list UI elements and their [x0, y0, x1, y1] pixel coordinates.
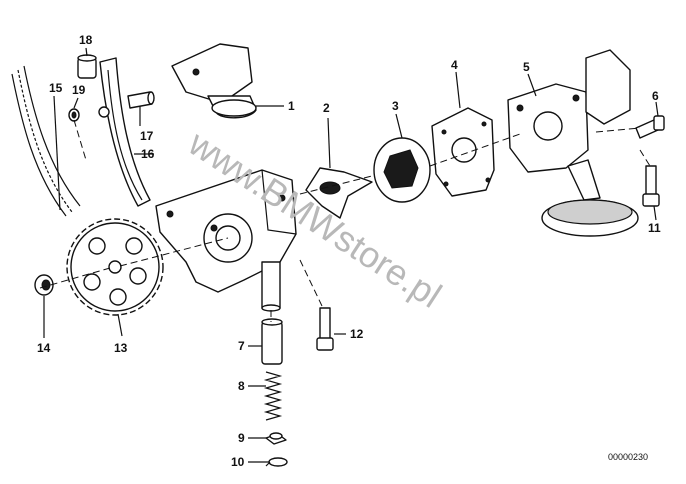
pump-cover-plate	[431, 107, 495, 197]
hex-nut	[34, 274, 54, 296]
guide-pin	[127, 91, 155, 109]
callout-13: 13	[114, 341, 128, 355]
callout-16: 16	[141, 147, 155, 161]
outer-rotor	[373, 137, 431, 203]
callout-6: 6	[652, 89, 659, 103]
oil-pickup-upper	[171, 43, 257, 119]
relief-valve-piston	[261, 318, 283, 365]
spring-seat	[265, 432, 287, 445]
callout-4: 4	[451, 58, 458, 72]
mounting-bolt	[316, 307, 334, 351]
timing-chain	[11, 65, 81, 217]
sprocket	[66, 218, 164, 316]
callout-8: 8	[238, 379, 245, 393]
callout-17: 17	[140, 129, 154, 143]
bolt-short	[635, 115, 665, 139]
bushing	[77, 54, 97, 79]
callout-labels: 1 2 3 4 5 6 7 8 9 10 11 12 13 14 15 16 1…	[37, 33, 661, 469]
callout-7: 7	[238, 339, 245, 353]
diagram-reference-number: 00000230	[608, 452, 648, 462]
callout-1: 1	[288, 99, 295, 113]
leader-lines	[43, 47, 659, 463]
assembly-axis-lines	[39, 119, 651, 322]
compression-spring	[263, 371, 283, 421]
callout-15: 15	[49, 81, 63, 95]
callout-5: 5	[523, 60, 530, 74]
pump-cover-with-pickup	[507, 49, 639, 237]
callout-9: 9	[238, 431, 245, 445]
circlip	[265, 457, 288, 467]
callout-11: 11	[648, 221, 661, 235]
callout-2: 2	[323, 101, 330, 115]
callout-12: 12	[350, 327, 364, 341]
callout-10: 10	[231, 455, 245, 469]
chain-guide-rail	[98, 57, 151, 207]
callout-18: 18	[79, 33, 93, 47]
callout-19: 19	[72, 83, 86, 97]
callout-3: 3	[392, 99, 399, 113]
bolt-long	[642, 165, 660, 207]
callout-14: 14	[37, 341, 51, 355]
small-washer	[68, 108, 80, 122]
